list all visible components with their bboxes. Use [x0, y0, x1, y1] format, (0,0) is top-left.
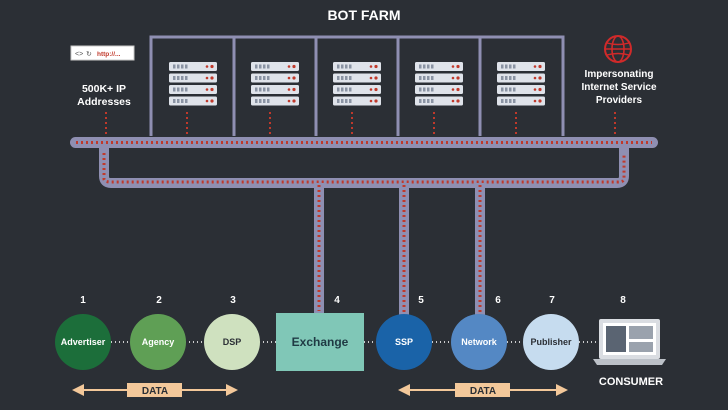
- node-label-network: Network: [461, 337, 498, 347]
- isp-label-line-2: Internet Service: [581, 82, 656, 93]
- browser-url: http://...: [97, 51, 121, 58]
- ip-label-line-1: 500K+ IP: [82, 83, 126, 95]
- node-number-6: 6: [495, 295, 501, 306]
- server-group: [169, 62, 545, 106]
- isp-label: Impersonating Internet Service Providers: [581, 69, 656, 106]
- diagram-title: BOT FARM: [327, 7, 400, 23]
- data-arrow-right-label: DATA: [470, 386, 496, 397]
- server-icon: [169, 62, 217, 106]
- node-dsp: DSP: [204, 314, 260, 370]
- server-icon: [415, 62, 463, 106]
- node-numbers: 1 2 3 4 5 6 7 8: [80, 295, 626, 306]
- node-exchange: Exchange: [276, 313, 364, 371]
- laptop-icon: [593, 319, 666, 365]
- node-number-4: 4: [334, 295, 340, 306]
- server-icon: [251, 62, 299, 106]
- node-label-exchange: Exchange: [292, 335, 349, 349]
- node-agency: Agency: [130, 314, 186, 370]
- node-number-8: 8: [620, 295, 626, 306]
- globe-icon: [604, 35, 632, 63]
- node-label-advertiser: Advertiser: [61, 337, 106, 347]
- node-publisher: Publisher: [523, 314, 579, 370]
- code-brackets-icon: <>: [75, 51, 83, 58]
- node-number-7: 7: [549, 295, 555, 306]
- node-label-ssp: SSP: [395, 337, 413, 347]
- consumer-label: CONSUMER: [599, 376, 663, 388]
- node-label-agency: Agency: [142, 337, 175, 347]
- isp-label-line-1: Impersonating: [585, 69, 654, 80]
- node-number-5: 5: [418, 295, 424, 306]
- node-number-2: 2: [156, 295, 162, 306]
- server-icon: [497, 62, 545, 106]
- server-icon: [333, 62, 381, 106]
- node-number-3: 3: [230, 295, 236, 306]
- node-network: Network: [451, 314, 507, 370]
- ip-addresses-label: 500K+ IP Addresses: [77, 83, 131, 108]
- node-number-1: 1: [80, 295, 86, 306]
- isp-label-line-3: Providers: [596, 95, 643, 106]
- data-arrow-left: DATA: [72, 383, 238, 397]
- data-arrow-left-label: DATA: [142, 386, 168, 397]
- node-ssp: SSP: [376, 314, 432, 370]
- pipe-network: [70, 112, 658, 319]
- refresh-icon: ↻: [86, 51, 92, 58]
- node-label-dsp: DSP: [223, 337, 242, 347]
- browser-window-icon: <> ↻ http://...: [70, 45, 135, 61]
- ip-label-line-2: Addresses: [77, 96, 131, 108]
- node-advertiser: Advertiser: [55, 314, 111, 370]
- node-label-publisher: Publisher: [530, 337, 572, 347]
- data-arrow-right: DATA: [398, 383, 568, 397]
- bot-farm-rack: [149, 35, 565, 136]
